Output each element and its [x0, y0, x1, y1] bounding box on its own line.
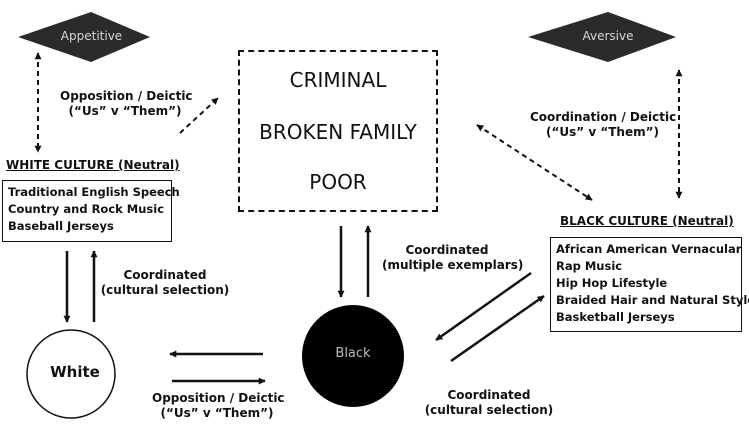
black-node-label: Black	[335, 346, 371, 361]
black-culture-box: African American Vernacular Rap Music Hi…	[550, 237, 749, 332]
relation-line: Opposition / Deictic	[152, 391, 285, 405]
aversive-diamond	[528, 12, 676, 62]
center-black-culture-arrow	[476, 124, 593, 201]
stereotype-broken-family: BROKEN FAMILY	[259, 120, 417, 144]
relation-line: (multiple exemplars)	[382, 258, 524, 272]
white-culture-title: WHITE CULTURE (Neutral)	[6, 158, 180, 172]
black-to-black-culture-arrow	[450, 294, 545, 363]
white-culture-item: Traditional English Speech	[8, 185, 180, 199]
black-culture-item: Hip Hop Lifestyle	[556, 276, 668, 290]
relation-line: Coordinated	[447, 388, 531, 402]
relation-black-culture-black: Coordinated (cultural selection)	[424, 388, 554, 418]
white-node	[26, 329, 116, 419]
black-culture-item: Rap Music	[556, 259, 623, 273]
appetitive-diamond	[18, 12, 150, 62]
appetitive-label: Appetitive	[60, 29, 123, 43]
black-culture-title: BLACK CULTURE (Neutral)	[560, 214, 734, 228]
relation-white-black: Opposition / Deictic (“Us” v “Them”)	[152, 391, 285, 421]
white-culture-item: Country and Rock Music	[8, 202, 165, 216]
aversive-label: Aversive	[582, 29, 634, 43]
relation-line: Coordinated	[405, 243, 489, 257]
white-culture-box: Traditional English Speech Country and R…	[2, 180, 180, 242]
relation-line: Coordinated	[123, 268, 207, 282]
relation-line: (“Us” v “Them”)	[160, 406, 274, 420]
black-culture-item: African American Vernacular	[556, 242, 742, 256]
relation-line: (“Us” v “Them”)	[546, 125, 659, 139]
white-node-label: White	[50, 363, 100, 381]
stereotype-criminal: CRIMINAL	[289, 68, 387, 92]
relation-center-black: Coordinated (multiple exemplars)	[382, 243, 524, 273]
relation-line: Coordination / Deictic	[530, 110, 677, 124]
stereotype-poor: POOR	[309, 170, 367, 194]
relation-line: (“Us” v “Them”)	[68, 104, 182, 118]
relation-white-culture-white: Coordinated (cultural selection)	[100, 268, 230, 298]
relation-white-center: Opposition / Deictic (“Us” v “Them”)	[60, 89, 193, 119]
black-culture-to-black-arrow	[435, 271, 532, 342]
white-culture-item: Baseball Jerseys	[8, 219, 114, 233]
stereotype-box: CRIMINAL BROKEN FAMILY POOR	[238, 50, 438, 212]
relation-center-black-culture: Coordination / Deictic (“Us” v “Them”)	[530, 110, 677, 140]
black-culture-item: Braided Hair and Natural Style	[556, 293, 749, 307]
black-node	[302, 305, 404, 407]
relation-line: (cultural selection)	[100, 283, 230, 297]
black-culture-item: Basketball Jerseys	[556, 310, 675, 324]
relation-line: (cultural selection)	[424, 403, 554, 417]
relation-line: Opposition / Deictic	[60, 89, 193, 103]
